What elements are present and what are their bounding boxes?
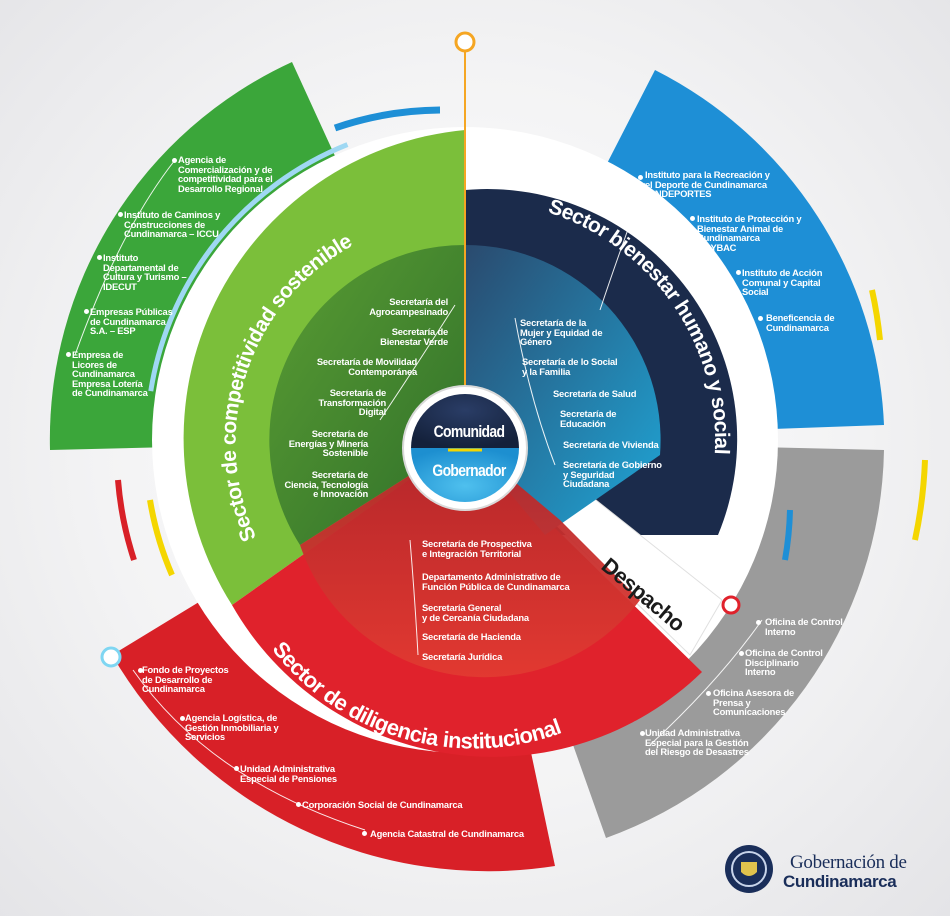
hub-bottom — [411, 448, 519, 502]
secretaria-label: Departamento Administrativo de Función P… — [422, 571, 570, 592]
entity-label: Instituto para la Recreación y el Deport… — [645, 169, 770, 200]
entity-label: Beneficencia de Cundinamarca — [766, 312, 835, 333]
bullet-dot — [180, 716, 185, 721]
deco-arc-red — [115, 479, 137, 561]
hub-label-comunidad: Comunidad — [433, 422, 505, 441]
bullet-dot — [296, 802, 301, 807]
entity-label: Fondo de Proyectos de Desarrollo de Cund… — [142, 664, 229, 695]
secretaria-label: Secretaría de Movilidad Contemporánea — [316, 356, 417, 377]
secretaria-label: Secretaría de Bienestar Verde — [380, 326, 448, 347]
deco-arc-blue — [333, 106, 441, 132]
secretaria-label: Secretaría de Energías y Minería Sosteni… — [288, 428, 368, 459]
deco-arc-yellow — [147, 499, 175, 577]
entity-label: Instituto de Acción Comunal y Capital So… — [742, 267, 823, 298]
entity-label: Agencia Catastral de Cundinamarca — [370, 828, 524, 839]
entity-label: Instituto de Caminos y Construcciones de… — [124, 209, 221, 240]
secretaria-label: Secretaría de la Mujer y Equidad de Géne… — [520, 317, 603, 348]
bullet-dot — [66, 352, 71, 357]
secretaria-label: Secretaría de Educación — [560, 408, 617, 429]
deco-arc-yellow — [869, 289, 883, 341]
secretaria-label: Secretaría de Transformación Digital — [318, 387, 386, 418]
entity-label: Empresas Públicas de Cundinamarca S.A. –… — [90, 306, 173, 337]
secretaria-label: Secretaría de Ciencia, Tecnología e Inno… — [284, 469, 368, 500]
inner-sector-red — [300, 440, 640, 678]
bullet-dot — [758, 316, 763, 321]
entity-label: Oficina de Control Disciplinario Interno — [745, 647, 823, 678]
logo-line2: Cundinamarca — [783, 872, 897, 891]
deco-arc-blue — [782, 509, 793, 561]
bullet-dot — [138, 668, 143, 673]
bullet-dot — [234, 766, 239, 771]
bullet-dot — [736, 270, 741, 275]
secretaria-label: Secretaría Jurídica — [422, 651, 503, 662]
secretaria-label: Secretaría General y de Cercanía Ciudada… — [422, 602, 529, 623]
entity-label: Corporación Social de Cundinamarca — [302, 799, 463, 810]
secretaria-label: Secretaría de Prospectiva e Integración … — [422, 538, 532, 559]
secretaria-label: Secretaría de Salud — [553, 388, 637, 399]
secretaria-label: Secretaría del Agrocampesinado — [369, 296, 448, 317]
bullet-dot — [640, 731, 645, 736]
secretaria-label: Secretaría de Gobierno y Seguridad Ciuda… — [563, 459, 662, 490]
entity-label: Agencia Logística, de Gestión Inmobiliar… — [185, 712, 279, 743]
secretaria-label: Secretaría de Hacienda — [422, 631, 521, 642]
entity-label: Empresa de Licores de Cundinamarca Empre… — [72, 349, 148, 399]
bullet-dot — [756, 620, 761, 625]
secretaria-label: Secretaría de Vivienda — [563, 439, 659, 450]
entity-label: Oficina Asesora de Prensa y Comunicacion… — [713, 687, 794, 718]
bullet-dot — [638, 175, 643, 180]
top-pin-circle — [454, 31, 476, 53]
secretaria-label: Secretaría de lo Social y la Familia — [522, 356, 618, 377]
bullet-dot — [118, 212, 123, 217]
connector-lines — [74, 159, 763, 831]
bullet-dot — [706, 691, 711, 696]
entity-label: Instituto de Protección y Bienestar Anim… — [697, 213, 802, 253]
bullet-dot — [172, 158, 177, 163]
entity-label: Unidad Administrativa Especial para la G… — [645, 727, 749, 758]
bullet-dot — [739, 651, 744, 656]
entity-label: Agencia de Comercialización y de competi… — [178, 154, 273, 194]
bullet-dot — [690, 216, 695, 221]
bullet-dot — [362, 831, 367, 836]
hub-label-gobernador: Gobernador — [432, 461, 506, 480]
bullet-dot — [97, 255, 102, 260]
right-pin-circle — [721, 595, 741, 615]
entity-label: Instituto Departamental de Cultura y Tur… — [103, 252, 187, 292]
bullet-dot — [84, 309, 89, 314]
hub-top — [411, 394, 519, 448]
entity-label: Oficina de Control Interno — [765, 616, 843, 637]
deco-arc-yellow — [912, 459, 928, 541]
entity-label: Unidad Administrativa Especial de Pensio… — [240, 763, 337, 784]
logo-line1: Gobernación de — [790, 852, 907, 873]
left-pin-circle — [100, 646, 122, 668]
